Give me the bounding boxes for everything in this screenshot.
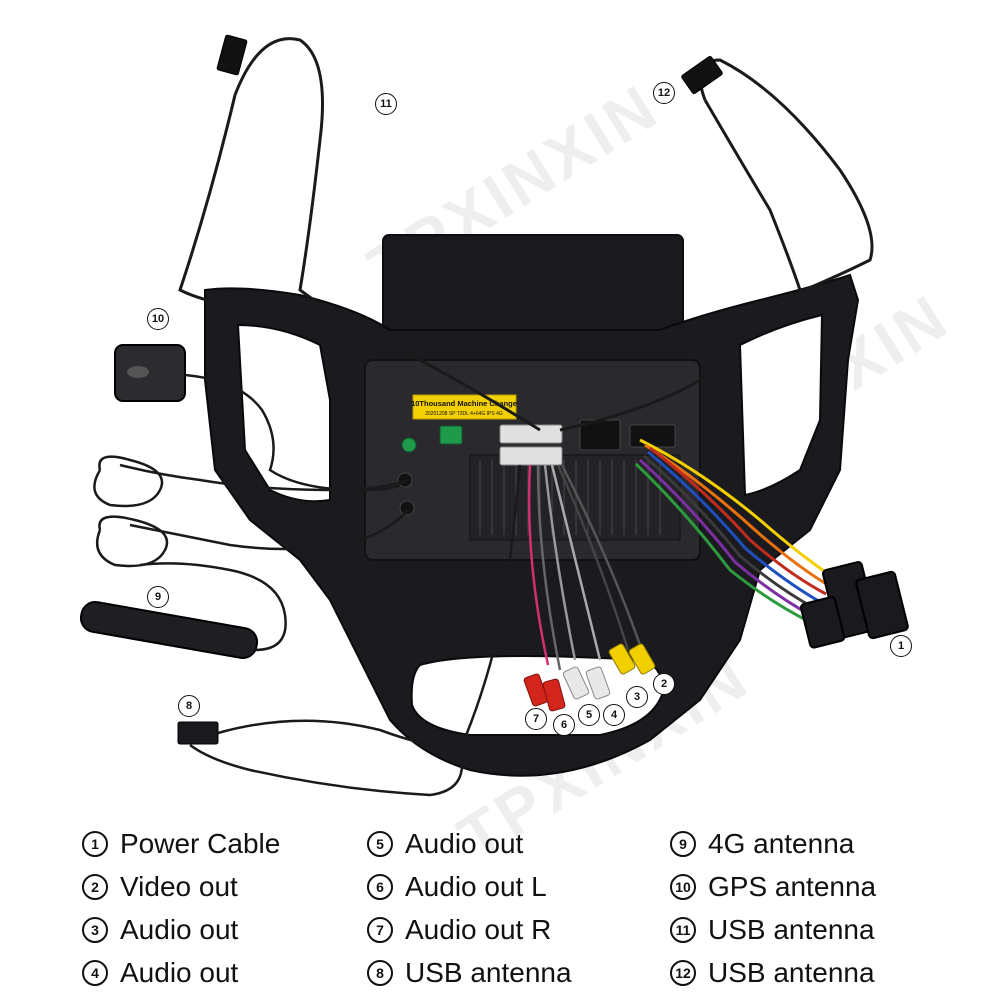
callout-2: 2 <box>653 673 675 695</box>
legend-label: USB antenna <box>708 913 875 945</box>
legend-item: 2 Video out <box>82 865 280 908</box>
callout-9: 9 <box>147 586 169 608</box>
4g-antenna <box>79 600 259 660</box>
usb-plug-12 <box>681 55 723 95</box>
heatsink <box>469 454 681 541</box>
usb-cable-11-b <box>178 94 237 307</box>
rca-plugs <box>523 643 656 712</box>
legend-label: Audio out L <box>405 870 547 902</box>
usb-plug-8 <box>177 721 219 745</box>
legend-column-2: 5 Audio out 6 Audio out L 7 Audio out R 8 US… <box>367 822 572 994</box>
legend-item: 6 Audio out L <box>367 865 572 908</box>
legend-number: 12 <box>670 959 696 986</box>
callout-5: 5 <box>578 704 600 726</box>
legend-item: 12 USB antenna <box>670 951 876 994</box>
rca-white-plug-2 <box>585 666 611 700</box>
legend-label: Audio out <box>120 913 239 945</box>
usb-cable-8 <box>189 464 522 797</box>
callout-4: 4 <box>603 704 625 726</box>
legend-number: 5 <box>367 830 393 857</box>
legend-label: Audio out R <box>405 913 552 945</box>
callout-12: 12 <box>653 82 675 104</box>
iso-connector-3 <box>800 596 846 649</box>
legend-number: 9 <box>670 830 696 857</box>
legend-number: 11 <box>670 916 696 943</box>
legend-number: 3 <box>82 916 108 943</box>
center-connector-top <box>499 424 563 444</box>
legend-number: 4 <box>82 959 108 986</box>
product-photo: 10Thousand Machine Change 20201208 SP T3… <box>79 34 909 797</box>
callout-8: 8 <box>178 695 200 717</box>
rca-white-plug-1 <box>562 666 590 700</box>
legend-number: 1 <box>82 830 108 857</box>
coiled-cable-1 <box>93 455 409 508</box>
legend-label: USB antenna <box>405 956 572 988</box>
callout-7: 7 <box>525 708 547 730</box>
legend-number: 2 <box>82 873 108 900</box>
sticker-line1: 10Thousand Machine Change <box>411 399 517 408</box>
rca-yellow-plug-1 <box>608 643 636 675</box>
legend-item: 7 Audio out R <box>367 908 572 951</box>
legend-label: GPS antenna <box>708 870 877 902</box>
callout-6: 6 <box>553 714 575 736</box>
legend-item: 8 USB antenna <box>367 951 572 994</box>
center-connector-bottom <box>499 446 563 466</box>
legend-item: 1 Power Cable <box>82 822 280 865</box>
legend-label: 4G antenna <box>708 827 855 859</box>
legend-number: 10 <box>670 873 696 900</box>
rca-red-plug-2 <box>542 678 566 712</box>
sticker <box>412 394 517 420</box>
rca-wires <box>527 464 642 671</box>
gps-cable <box>184 373 401 492</box>
legend-item: 10 GPS antenna <box>670 865 876 908</box>
gps-logo <box>127 366 149 378</box>
green-jack <box>401 437 417 453</box>
legend-item: 3 Audio out <box>82 908 280 951</box>
legend-number: 7 <box>367 916 393 943</box>
legend-item: 9 4G antenna <box>670 822 876 865</box>
green-connector <box>439 425 463 445</box>
harness-connector-socket <box>629 424 676 448</box>
round-port-2 <box>399 500 415 516</box>
usb-cable-12 <box>559 58 874 432</box>
legend-item: 11 USB antenna <box>670 908 876 951</box>
callout-1: 1 <box>890 635 912 657</box>
4g-cable <box>139 562 287 652</box>
usb-plug-11 <box>216 34 248 76</box>
power-harness-wires <box>634 438 831 624</box>
callout-3: 3 <box>626 686 648 708</box>
legend-item: 5 Audio out <box>367 822 572 865</box>
vent-left <box>236 323 331 503</box>
gps-antenna <box>114 344 186 402</box>
legend-label: Power Cable <box>120 827 281 859</box>
callout-11: 11 <box>375 93 397 115</box>
sticker-line2: 20201208 SP T3DL 4+64G IPS 4G <box>425 411 503 417</box>
legend-number: 8 <box>367 959 393 986</box>
coiled-cable-2 <box>95 509 409 568</box>
usb-cable-11 <box>233 37 541 432</box>
legend-number: 6 <box>367 873 393 900</box>
usb-cable-12-b <box>703 99 802 291</box>
legend-item: 4 Audio out <box>82 951 280 994</box>
rca-yellow-plug-2 <box>628 643 656 675</box>
legend-label: Audio out <box>405 827 524 859</box>
legend-label: Video out <box>120 870 238 902</box>
legend-label: USB antenna <box>708 956 875 988</box>
legend-label: Audio out <box>120 956 239 988</box>
callout-10: 10 <box>147 308 169 330</box>
vent-right <box>738 313 824 497</box>
iso-connector-2 <box>855 570 909 640</box>
